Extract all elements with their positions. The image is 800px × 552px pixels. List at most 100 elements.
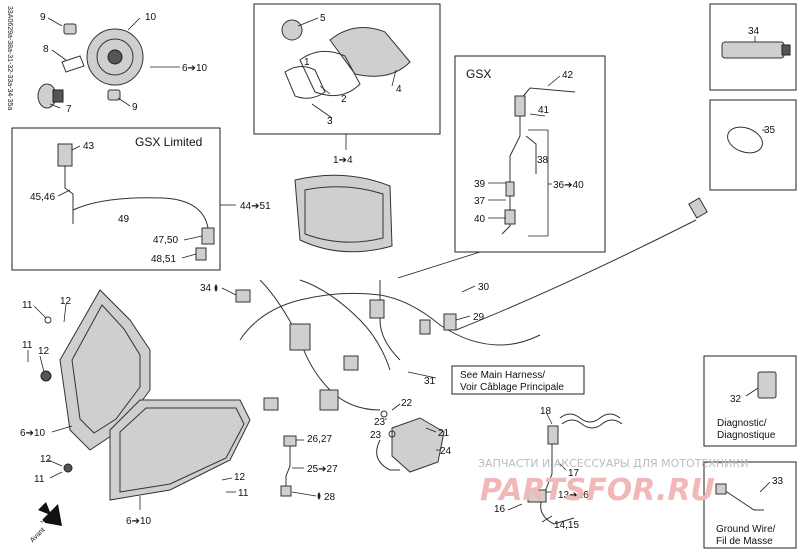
callout-6-10b: 6➔10 [20, 428, 46, 439]
callout-31: 31 [424, 376, 436, 387]
harness-lead [455, 219, 697, 331]
callout-10: 10 [145, 12, 157, 23]
callout-36-40: 36➔40 [553, 180, 584, 191]
part-17-plug [547, 425, 559, 445]
callout-1-4: 1➔4 [333, 155, 353, 166]
callout-21: 21 [438, 428, 450, 439]
callout-12c: 12 [40, 454, 52, 465]
wiring-harness [235, 279, 541, 411]
part-3-housing [284, 66, 326, 99]
part-11-screw [44, 316, 52, 324]
gsx-box [454, 55, 606, 253]
sealant-box [709, 3, 797, 91]
gauge-cluster-part [294, 174, 393, 253]
part-26-connector [283, 435, 297, 447]
callout-37: 37 [474, 196, 486, 207]
callout-22: 22 [401, 398, 413, 409]
drop-icon-28 [317, 492, 321, 500]
gauge-detail-box [253, 3, 441, 135]
main-harness-note-box [451, 365, 585, 395]
watermark-caption: ЗАПЧАСТИ И АКСЕССУАРЫ ДЛЯ МОТОТЕХНИКИ [478, 457, 748, 470]
ground-wire-label-2: Fil de Masse [716, 536, 773, 547]
callout-6-10: 6➔10 [182, 63, 208, 74]
part-40-plug [504, 209, 516, 225]
gsx-limited-parts [57, 143, 215, 261]
part-29 [443, 313, 457, 331]
ground-wire-label-1: Ground Wire/ [716, 524, 776, 535]
part-35-tie [727, 126, 763, 154]
part-37-plug [505, 181, 515, 197]
gsx-limited-box [11, 127, 221, 271]
callout-11b: 11 [22, 340, 33, 351]
callout-49: 49 [118, 214, 130, 225]
callout-9b: 9 [132, 102, 138, 113]
callout-48-51: 48,51 [151, 254, 176, 265]
callout-2: 2 [341, 94, 347, 105]
diagnostic-label-2: Diagnostique [717, 430, 776, 441]
gauge-parts [281, 19, 411, 99]
part-5-gauge [281, 19, 303, 41]
callout-43: 43 [83, 141, 95, 152]
callout-23a: 23 [374, 417, 386, 428]
callout-3: 3 [327, 116, 333, 127]
diagnostic-label-1: Diagnostic/ [717, 418, 767, 429]
part-33-terminal [715, 483, 727, 495]
callout-35: 35 [764, 125, 776, 136]
callout-47-50: 47,50 [153, 235, 178, 246]
main-harness-note-line2: Voir Câblage Principale [460, 382, 564, 393]
callout-38: 38 [537, 155, 549, 166]
gsx-limited-title: GSX Limited [135, 135, 202, 149]
part-24-module [391, 417, 445, 473]
tie-box [709, 99, 797, 191]
callout-39: 39 [474, 179, 486, 190]
callout-14-15: 14,15 [554, 520, 579, 531]
callout-34: 34 [748, 26, 760, 37]
part-2-lens [299, 50, 361, 97]
part-4-bezel [329, 27, 411, 77]
callout-44-51: 44➔51 [240, 201, 271, 212]
part-9-cap-b [107, 89, 121, 101]
callout-17: 17 [568, 468, 580, 479]
callout-32: 32 [730, 394, 742, 405]
callout-8: 8 [43, 44, 49, 55]
callout-1: 1 [304, 57, 310, 68]
part-32-connector [757, 371, 777, 399]
part-43-switch [57, 143, 73, 167]
callout-5: 5 [320, 13, 326, 24]
callout-11c: 11 [34, 474, 45, 485]
main-harness-note-line1: See Main Harness/ [460, 370, 545, 381]
callout-29: 29 [473, 312, 485, 323]
headlamp-housing-lower [109, 399, 251, 501]
callout-41: 41 [538, 105, 550, 116]
callout-28: 28 [324, 492, 336, 503]
callout-42: 42 [562, 70, 574, 81]
watermark-logo: PARTSFOR.RU [480, 473, 715, 508]
gsx-title: GSX [466, 67, 491, 81]
drop-icon-34 [214, 284, 218, 292]
connector-34 [235, 289, 251, 303]
gsx-parts [501, 87, 576, 235]
part-14-tether [527, 489, 547, 503]
callout-7: 7 [66, 104, 72, 115]
front-arrow: Front Avant [10, 502, 62, 544]
front-arrow-icon [10, 502, 62, 538]
callout-34-drop: 34 [200, 283, 212, 294]
callout-11: 11 [22, 300, 33, 311]
part-42-connector [514, 95, 526, 117]
headlamp-bulb-group [37, 17, 180, 109]
callout-45-46: 45,46 [30, 192, 55, 203]
callout-6-10c: 6➔10 [126, 516, 152, 527]
coiled-lead-group [527, 413, 623, 525]
headlamp-housing-upper [59, 289, 151, 451]
part-47-connector [201, 227, 215, 245]
callout-40: 40 [474, 214, 486, 225]
callout-13-16: 13➔16 [558, 490, 589, 501]
callout-23b: 23 [370, 430, 382, 441]
callout-30: 30 [478, 282, 490, 293]
part-9-cap [63, 23, 77, 35]
document-id: 33A0629a-38a-31-32-33a-34-35a [6, 6, 13, 110]
part-12-nut [40, 370, 52, 382]
callout-11d: 11 [238, 488, 249, 499]
callout-12d: 12 [234, 472, 246, 483]
